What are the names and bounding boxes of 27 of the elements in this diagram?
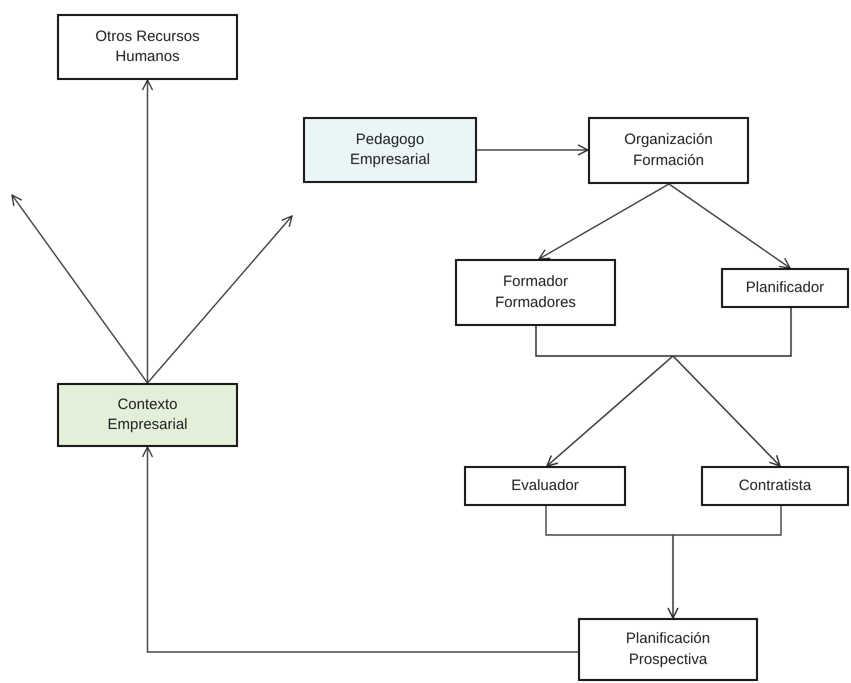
arrow <box>142 446 578 653</box>
arrow <box>538 183 670 260</box>
arrow <box>477 144 589 156</box>
arrow <box>11 194 148 384</box>
node-label: Organización Formación <box>623 130 714 170</box>
process-box <box>721 268 849 308</box>
node-label: Contexto Empresarial <box>106 394 189 435</box>
process-box <box>464 466 626 506</box>
arrow <box>671 308 792 467</box>
process-box <box>588 117 749 184</box>
node-label: Pedagogo Empresarial <box>348 130 432 170</box>
process-box <box>578 618 758 681</box>
process-box <box>57 14 238 80</box>
arrow <box>668 183 791 269</box>
process-box <box>701 466 849 506</box>
node-label: Otros Recursos Humanos <box>94 26 201 67</box>
arrow <box>667 506 782 619</box>
arrow <box>142 79 154 383</box>
node-label: Planificador <box>746 278 824 298</box>
node-label: Planificación Prospectiva <box>624 629 712 670</box>
node-label: Evaluador <box>511 476 579 496</box>
node-label: Contratista <box>738 476 812 496</box>
arrow <box>146 215 293 384</box>
node-label: Formador Formadores <box>494 272 577 312</box>
process-box <box>303 117 477 183</box>
process-box <box>57 383 238 447</box>
process-box <box>455 259 616 326</box>
